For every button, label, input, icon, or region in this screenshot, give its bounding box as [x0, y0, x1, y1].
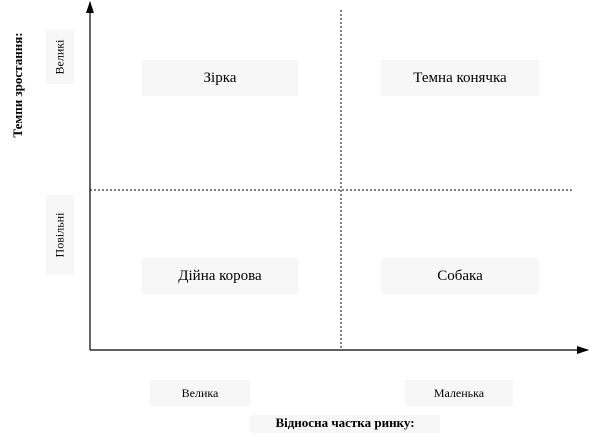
y-tick-high: Великі [46, 30, 74, 84]
quadrant-top-left: Зірка [142, 60, 298, 96]
y-tick-low: Повільні [46, 195, 74, 275]
quadrant-bottom-left: Дійна корова [142, 258, 298, 294]
quadrant-top-right: Темна конячка [381, 60, 539, 96]
x-axis-title: Відносна частка ринку: [250, 415, 440, 433]
quadrant-bottom-right: Собака [381, 258, 539, 294]
x-tick-large: Велика [150, 380, 250, 406]
x-tick-small: Маленька [405, 380, 513, 406]
